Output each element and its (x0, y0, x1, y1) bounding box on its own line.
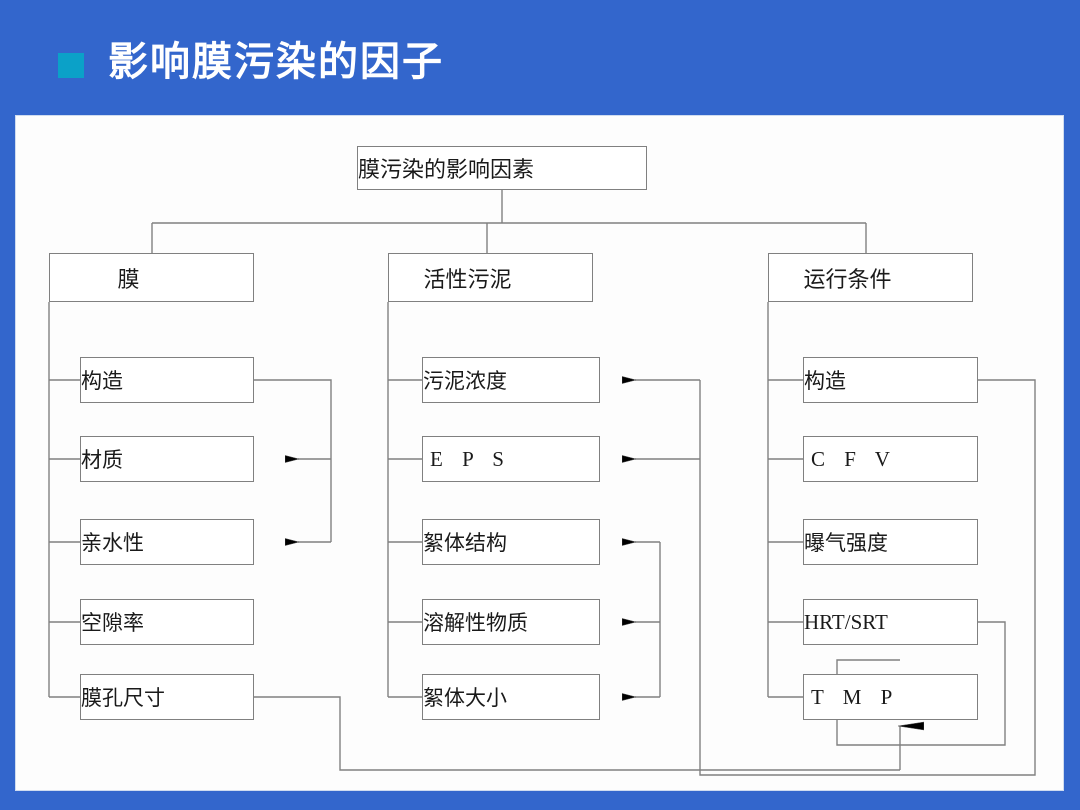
node-membrane-pore-size[interactable]: 膜孔尺寸 (80, 674, 254, 720)
category-operating-conditions[interactable]: 运行条件 (768, 253, 973, 302)
category-membrane[interactable]: 膜 (49, 253, 254, 302)
node-op-structure[interactable]: 构造 (803, 357, 978, 403)
node-op-hrt-srt[interactable]: HRT/SRT (803, 599, 978, 645)
node-membrane-porosity[interactable]: 空隙率 (80, 599, 254, 645)
node-sludge-eps[interactable]: E P S (422, 436, 600, 482)
bullet-square-icon (58, 53, 84, 78)
node-membrane-hydrophilicity[interactable]: 亲水性 (80, 519, 254, 565)
node-op-cfv[interactable]: C F V (803, 436, 978, 482)
node-op-tmp[interactable]: T M P (803, 674, 978, 720)
node-membrane-structure[interactable]: 构造 (80, 357, 254, 403)
node-sludge-soluble-matter[interactable]: 溶解性物质 (422, 599, 600, 645)
node-op-aeration-intensity[interactable]: 曝气强度 (803, 519, 978, 565)
page-title: 影响膜污染的因子 (108, 40, 444, 84)
node-sludge-floc-size[interactable]: 絮体大小 (422, 674, 600, 720)
node-sludge-concentration[interactable]: 污泥浓度 (422, 357, 600, 403)
category-activated-sludge[interactable]: 活性污泥 (388, 253, 593, 302)
node-sludge-floc-structure[interactable]: 絮体结构 (422, 519, 600, 565)
node-membrane-material[interactable]: 材质 (80, 436, 254, 482)
root-node[interactable]: 膜污染的影响因素 (357, 146, 647, 190)
slide-header: 影响膜污染的因子 (0, 0, 1080, 116)
